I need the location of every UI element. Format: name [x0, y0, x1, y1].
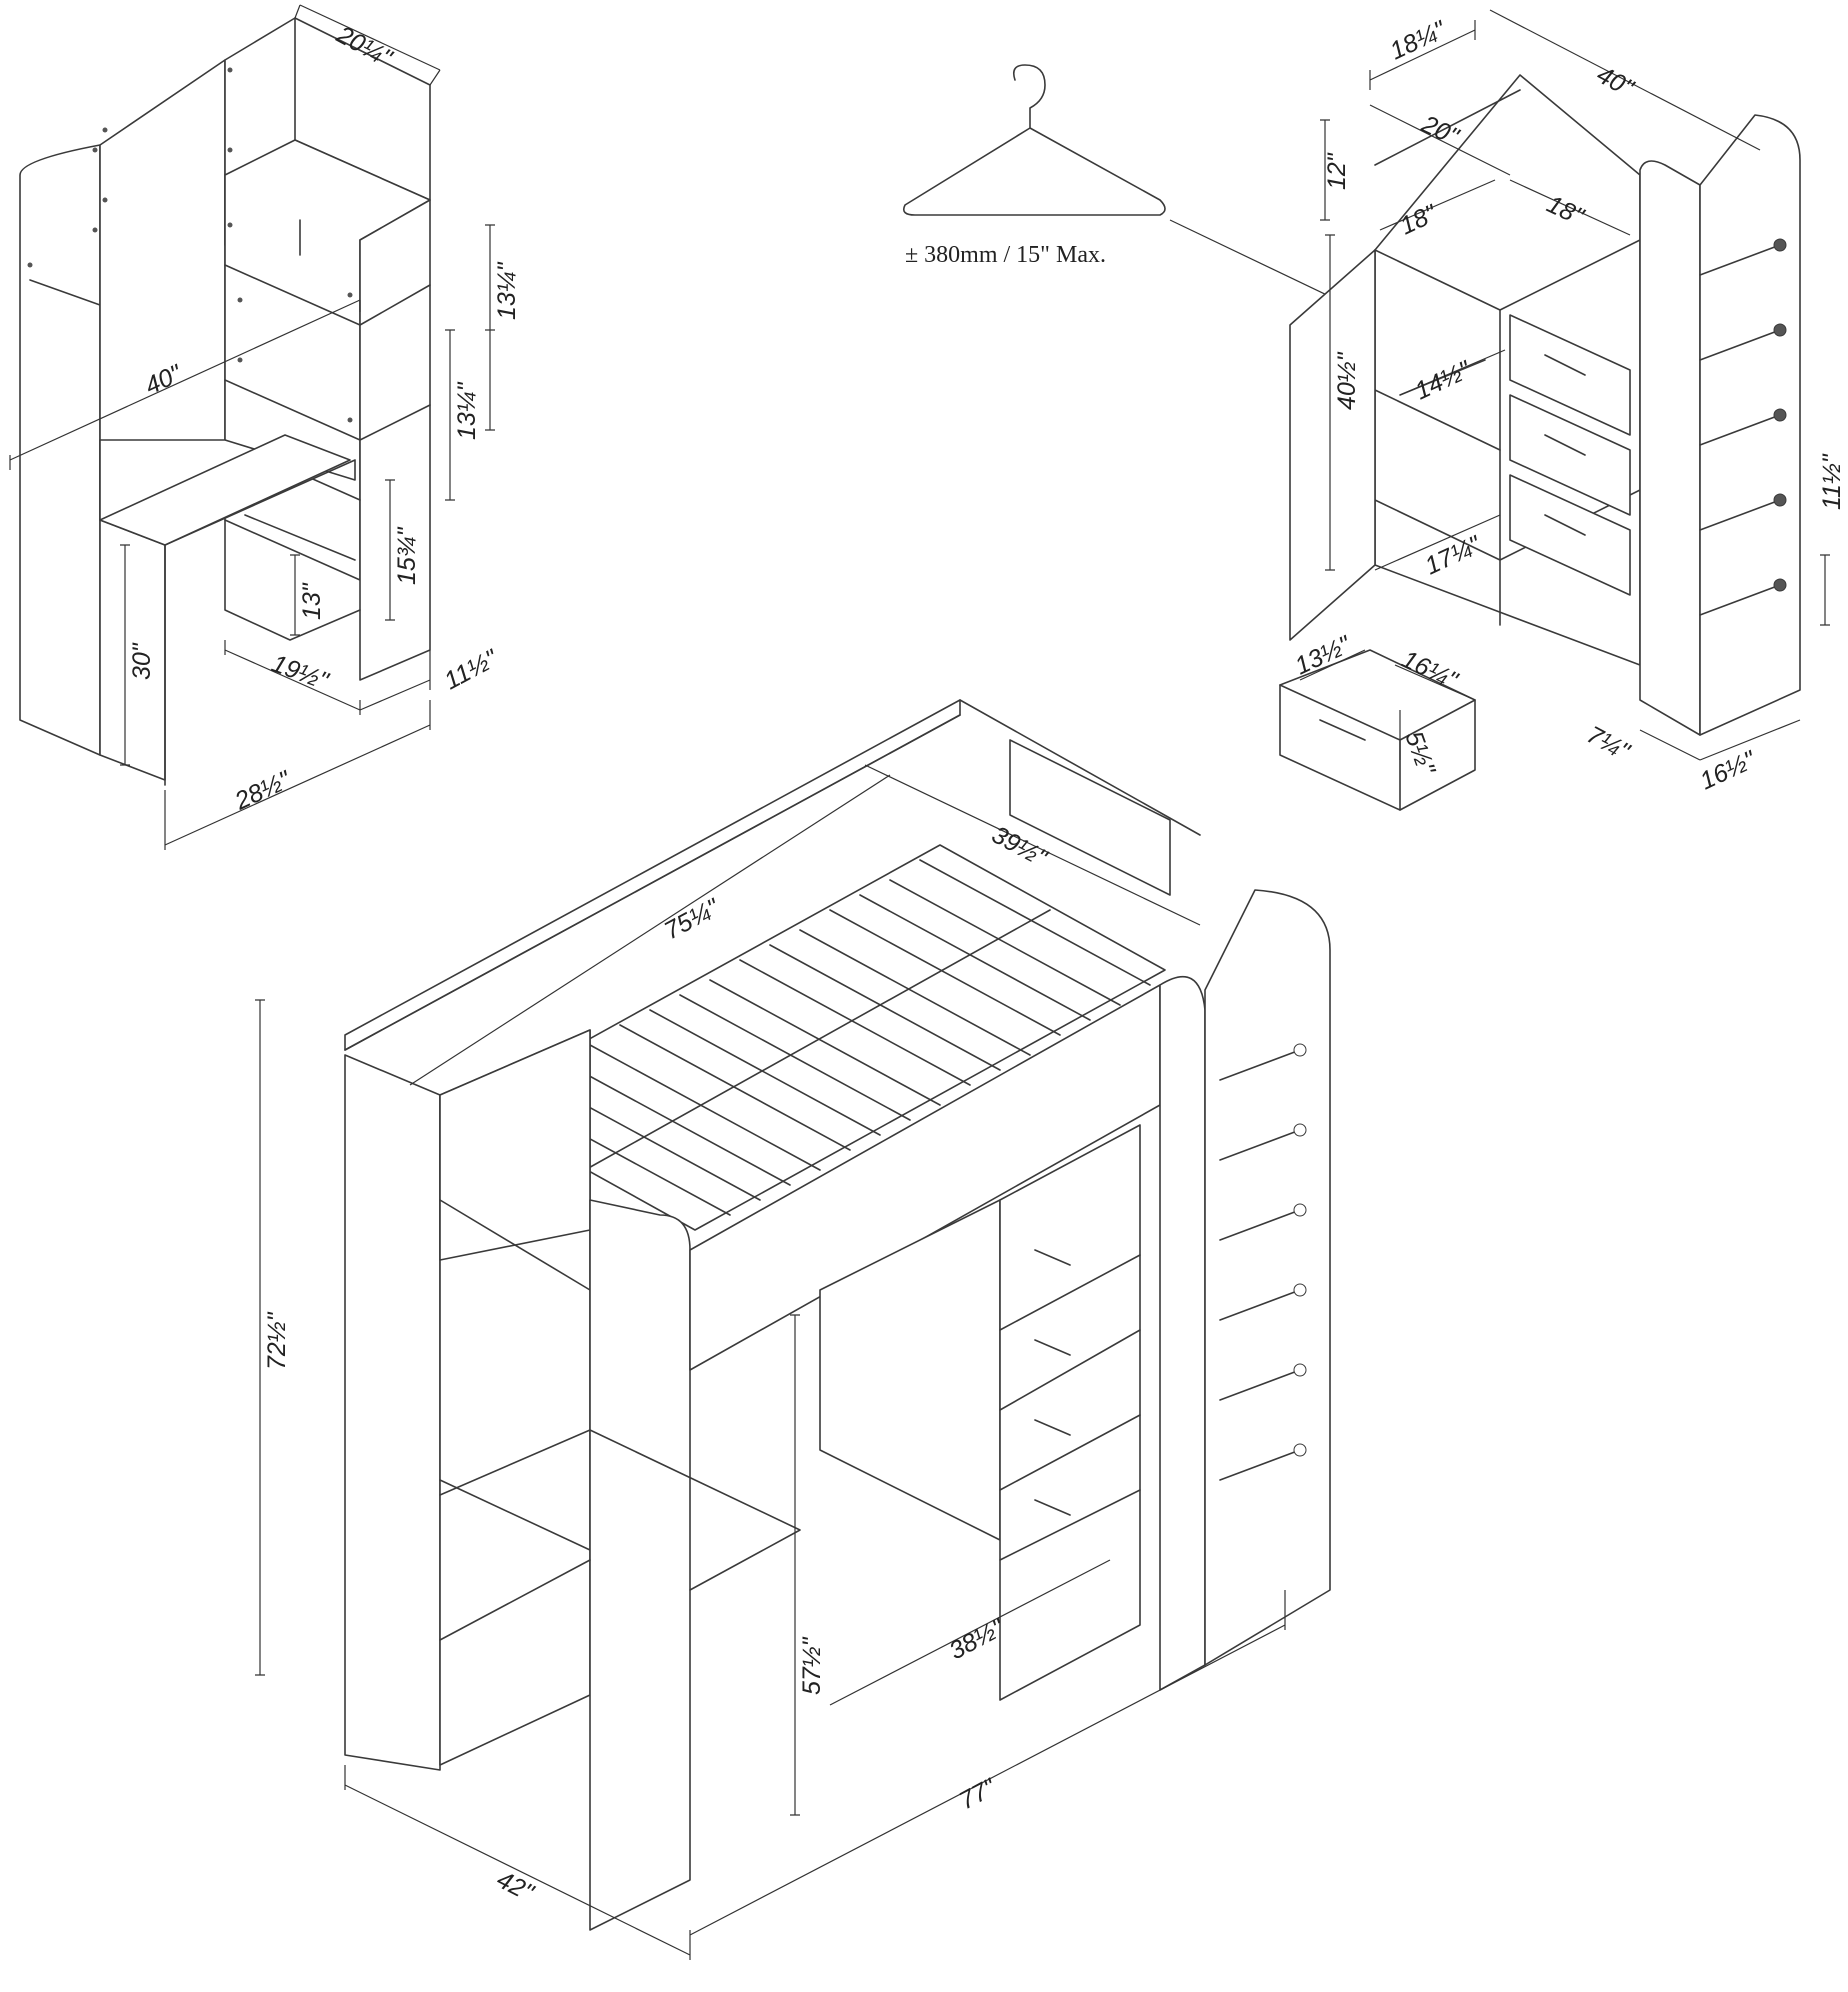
dim-desk-total-width: 28½": [230, 765, 296, 816]
dim-desk-knee-space: 13": [298, 582, 326, 620]
dim-desk-top-depth: 20¼": [331, 20, 397, 73]
dim-wardrobe-ladder-depth: 7¼": [1582, 721, 1635, 767]
dim-wardrobe-top-shelf: 12": [1323, 152, 1351, 190]
wardrobe-unit-drawing: 18¼" 40" 20" 12" 18" 18" 40½" 14½" 17¼" …: [1279, 9, 1846, 811]
dim-desk-shelf-mid: 13¼": [453, 381, 481, 440]
dim-wardrobe-hanging-width: 20": [1417, 110, 1464, 152]
dim-wardrobe-hanging-height: 40½": [1333, 351, 1361, 410]
dim-wardrobe-depth: 18¼": [1386, 15, 1451, 65]
dim-bed-under-height: 57½": [798, 1636, 826, 1695]
dim-desk-inner-width: 19½": [268, 649, 333, 695]
hanger-note: ± 380mm / 15" Max.: [905, 242, 1106, 268]
dim-desk-side-depth: 11½": [440, 644, 503, 695]
desk-unit-drawing: 20¼" 40" 13¼" 13¼" 15¾" 13" 30" 19½" 11½…: [9, 4, 521, 850]
dim-desk-height: 30": [128, 642, 156, 680]
dim-bed-total-length: 77": [955, 1773, 1002, 1815]
loft-bed-drawing: 75¼" 39½" 72½" 57½" 38½" 77" 42": [255, 699, 1331, 1960]
dim-desk-shelf-lower: 15¾": [393, 526, 421, 585]
dim-bed-total-width: 42": [492, 1865, 538, 1907]
dim-wardrobe-ladder-total: 16½": [1696, 745, 1761, 795]
dim-desk-shelf-upper: 13¼": [493, 261, 521, 320]
dim-bed-mattress-length: 75¼": [660, 893, 725, 945]
dim-wardrobe-ladder-step: 11½": [1818, 453, 1846, 510]
dim-bed-total-height: 72½": [263, 1311, 291, 1370]
hanger-icon: [902, 64, 1166, 216]
